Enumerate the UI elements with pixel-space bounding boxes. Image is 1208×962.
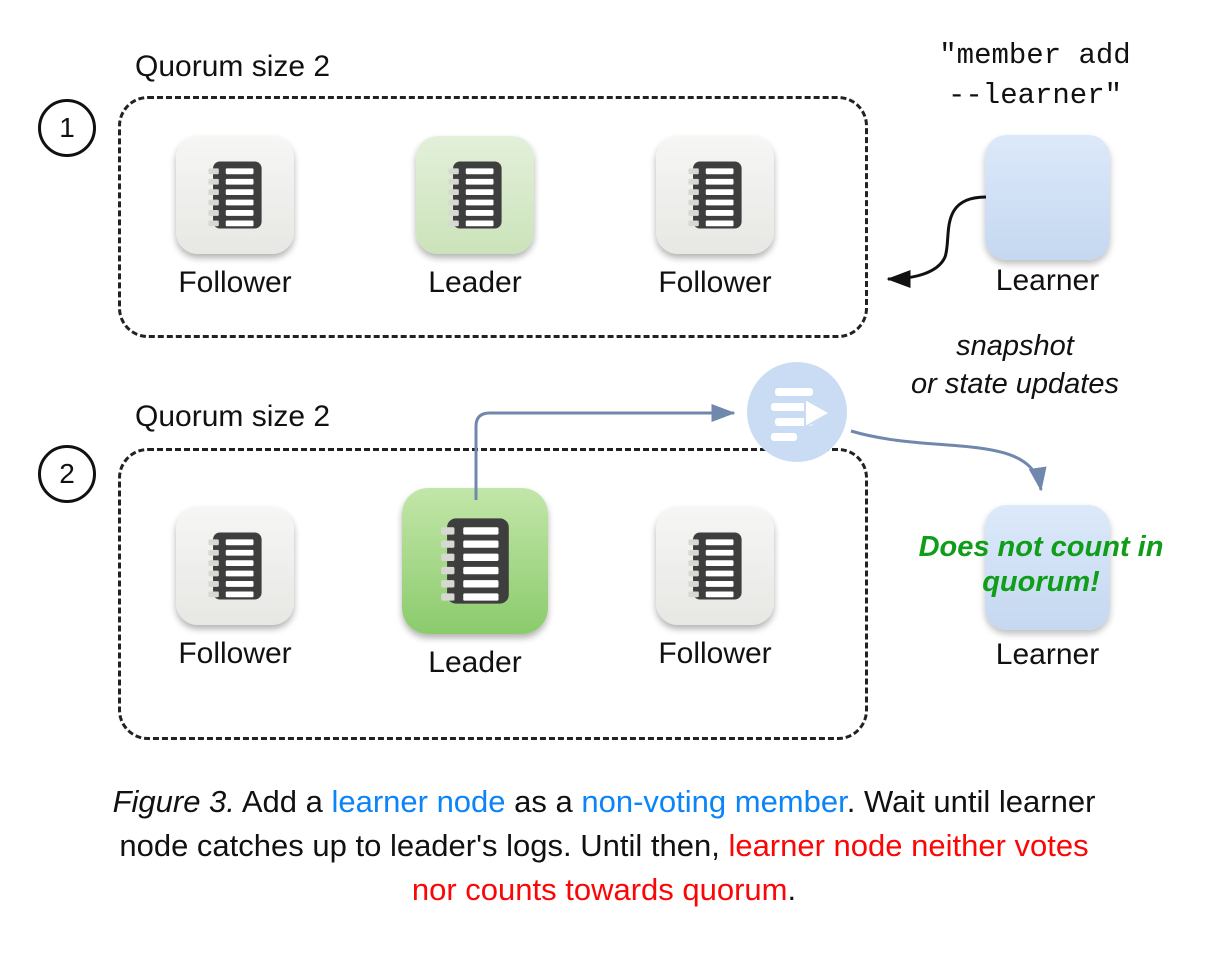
node-label: Leader: [428, 646, 522, 679]
command-line-1: "member add: [939, 39, 1131, 72]
learner-box-1: [985, 135, 1110, 260]
ledger-icon: [678, 529, 752, 603]
learner-label-2: Learner: [995, 638, 1100, 671]
quorum-label-2: Quorum size 2: [135, 400, 331, 433]
caption-nonvoting-member-link: non-voting member: [581, 784, 847, 819]
node-s1-leader: Leader: [395, 136, 555, 300]
node-label: Leader: [428, 266, 522, 299]
ledger-icon: [678, 158, 752, 232]
follower-icon-box: [176, 507, 294, 625]
step-1-badge: 1: [38, 99, 96, 157]
learner-quorum-note: Does not count in quorum!: [918, 531, 1164, 598]
node-label: Follower: [658, 637, 772, 670]
step-2-number: 2: [59, 458, 75, 489]
leader-icon-box: [416, 136, 534, 254]
caption-learner-node-link: learner node: [331, 784, 506, 819]
learner-label-1: Learner: [995, 264, 1100, 297]
ledger-icon: [198, 529, 272, 603]
leader-icon-box: [402, 488, 548, 634]
caption-text: .: [787, 872, 797, 908]
cluster-boundary-1: [118, 96, 868, 338]
node-label: Follower: [178, 637, 292, 670]
node-s1-follower-right: Follower: [635, 136, 795, 300]
step-1-number: 1: [59, 112, 75, 143]
follower-icon-box: [176, 136, 294, 254]
learner-box-2: [985, 505, 1110, 630]
member-add-command: "member add --learner": [878, 36, 1192, 116]
figure-caption: Figure 3. Add a learner node as a non-vo…: [99, 780, 1109, 912]
command-line-2: --learner": [947, 79, 1123, 113]
caption-text: Add a: [234, 784, 332, 819]
node-s2-follower-left: Follower: [155, 507, 315, 671]
caption-figure-number: Figure 3.: [112, 784, 235, 819]
caption-text: . Wait until learner node catches up to …: [119, 784, 1096, 864]
node-s2-leader: Leader: [387, 488, 563, 680]
ledger-icon: [428, 514, 522, 608]
ledger-icon: [438, 158, 512, 232]
transfer-label-line-1: snapshot: [956, 330, 1074, 362]
caption-text: as a: [505, 784, 582, 819]
node-s2-follower-right: Follower: [635, 507, 795, 671]
learner-join-arrow: [886, 195, 987, 288]
transfer-label: snapshot or state updates: [845, 328, 1185, 403]
caption-red-emphasis: learner node neither votes nor counts to…: [411, 828, 1089, 908]
follower-icon-box: [656, 507, 774, 625]
follower-icon-box: [656, 136, 774, 254]
transfer-label-line-2: or state updates: [911, 367, 1119, 400]
node-s1-follower-left: Follower: [155, 136, 315, 300]
step-2-badge: 2: [38, 445, 96, 503]
node-label: Follower: [658, 266, 772, 299]
snapshot-transfer-icon: [745, 360, 849, 464]
ledger-icon: [198, 158, 272, 232]
snapshot-to-learner-arrow: [850, 429, 1047, 492]
node-label: Follower: [178, 266, 292, 299]
quorum-label-1: Quorum size 2: [135, 50, 331, 83]
